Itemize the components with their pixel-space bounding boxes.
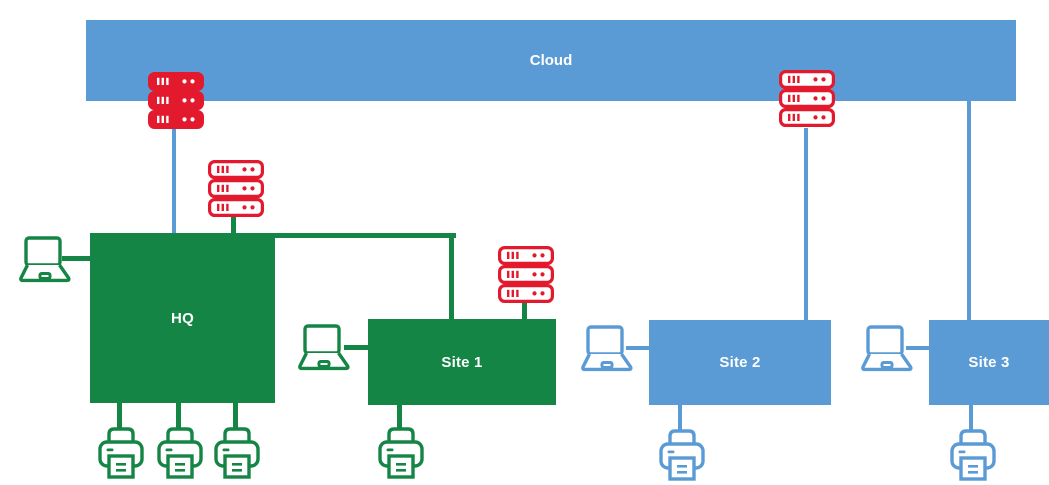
link-hq-to-site1-drop: [448, 235, 454, 321]
link-site3-printer: [969, 405, 973, 431]
server-hq-icon: [208, 160, 264, 218]
link-site1-printer: [396, 404, 402, 430]
node-hq[interactable]: HQ: [90, 233, 275, 403]
node-site3[interactable]: Site 3: [929, 320, 1049, 405]
link-laptop-hq-to-hq: [62, 255, 94, 261]
printer-hq-1-icon: [97, 425, 145, 481]
link-hq-printer-3: [232, 403, 238, 429]
link-laptop-site3-to-site3: [906, 346, 933, 350]
server-cloud-site2-icon: [779, 70, 835, 128]
link-cloud-to-site2: [804, 128, 808, 322]
laptop-site2-icon: [580, 323, 634, 375]
laptop-site1-icon: [297, 322, 351, 374]
laptop-hq-icon: [18, 234, 72, 286]
node-site1[interactable]: Site 1: [368, 319, 556, 405]
cloud-label: Cloud: [529, 52, 573, 69]
laptop-site3-icon: [860, 323, 914, 375]
printer-hq-3-icon: [213, 425, 261, 481]
link-server-site1-to-site1: [521, 302, 527, 322]
node-cloud[interactable]: Cloud: [86, 20, 1016, 101]
link-laptop-site2-to-site2: [626, 346, 653, 350]
link-hq-printer-1: [116, 403, 122, 429]
node-label-site2: Site 2: [719, 354, 761, 371]
node-label-hq: HQ: [171, 309, 194, 327]
node-label-site1: Site 1: [441, 353, 483, 371]
server-cloud-hq-icon: [148, 72, 204, 130]
printer-site3-icon: [949, 427, 997, 483]
link-cloud-to-hq: [172, 101, 176, 233]
node-site2[interactable]: Site 2: [649, 320, 831, 405]
printer-site2-icon: [658, 427, 706, 483]
link-laptop-site1-to-site1: [344, 344, 372, 350]
link-site2-printer: [678, 405, 682, 431]
link-cloud-to-site3: [967, 101, 971, 322]
node-label-site3: Site 3: [968, 354, 1010, 371]
link-hq-to-site1-top: [272, 232, 456, 238]
link-hq-printer-2: [175, 403, 181, 429]
printer-hq-2-icon: [156, 425, 204, 481]
server-site1-icon: [498, 246, 554, 304]
printer-site1-icon: [377, 425, 425, 481]
link-server-hq-to-hq: [230, 216, 236, 236]
